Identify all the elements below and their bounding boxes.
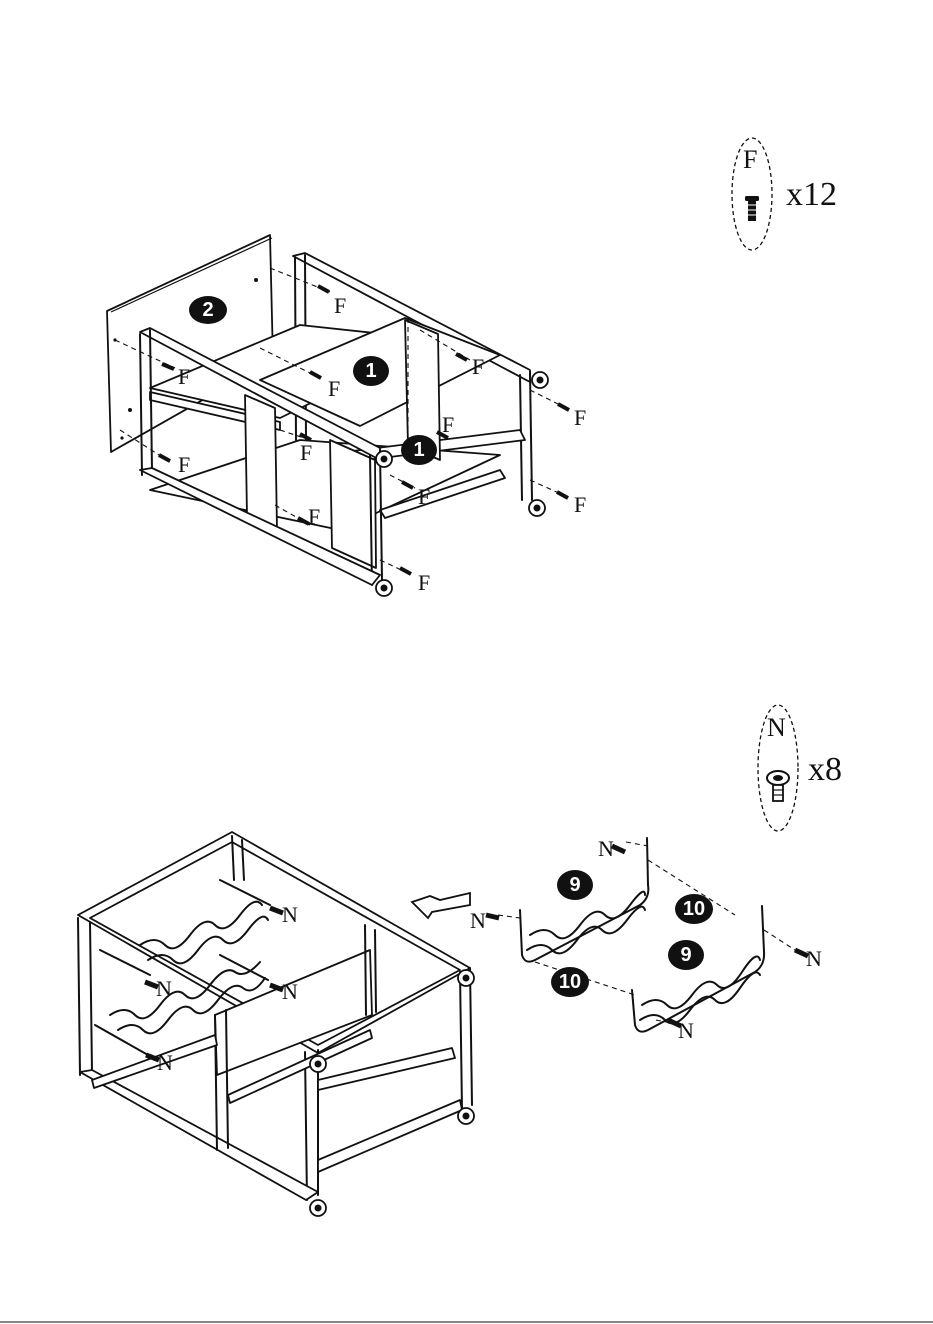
bolt-label: N — [282, 979, 298, 1004]
screw-label: F — [574, 492, 586, 517]
step-2: N x8 — [78, 705, 842, 1216]
bolt-label: N — [678, 1018, 694, 1043]
bolt-label: N — [806, 946, 822, 971]
part-bubble-1: 1 — [401, 435, 437, 465]
screw-f-icon — [558, 404, 569, 410]
screw-f-icon — [557, 492, 568, 498]
screw-f-icon — [159, 455, 170, 461]
part-bubble-2: 2 — [189, 296, 227, 324]
screw-label: F — [178, 452, 190, 477]
hardware-callout-n: N x8 — [758, 705, 842, 831]
assembly-arrow-icon — [412, 893, 470, 918]
exploded-wine-racks — [498, 838, 795, 1032]
svg-text:1: 1 — [413, 439, 424, 461]
screw-label: F — [442, 412, 454, 437]
screw-f-icon — [318, 286, 329, 292]
screw-label: F — [418, 484, 430, 509]
screw-label: F — [418, 570, 430, 595]
screw-label: F — [328, 376, 340, 401]
hardware-callout-f: F x12 — [732, 138, 837, 250]
nut-bolt-icon — [767, 771, 789, 801]
screw-label: F — [334, 293, 346, 318]
svg-text:10: 10 — [559, 971, 581, 993]
bolt-label: N — [598, 836, 614, 861]
hardware-label-f: F — [743, 145, 757, 174]
part-bubble-1: 1 — [353, 356, 389, 386]
hardware-quantity-f: x12 — [786, 176, 837, 213]
svg-text:2: 2 — [202, 299, 213, 321]
svg-text:9: 9 — [680, 944, 691, 966]
flat-head-screw-icon — [745, 196, 759, 221]
hardware-quantity-n: x8 — [808, 751, 842, 788]
bolt-n-icon — [612, 846, 625, 852]
screw-label: F — [308, 504, 320, 529]
screw-label: F — [472, 354, 484, 379]
bolt-n-icon — [486, 915, 499, 918]
step-1: F x12 — [107, 138, 837, 596]
svg-text:9: 9 — [569, 874, 580, 896]
screw-label: F — [300, 440, 312, 465]
screw-label: F — [178, 364, 190, 389]
svg-text:10: 10 — [683, 898, 705, 920]
part-bubble-9: 9 — [557, 870, 593, 900]
part-bubble-9: 9 — [668, 940, 704, 970]
screw-label: F — [574, 405, 586, 430]
bolt-label: N — [157, 1050, 173, 1075]
bolt-label: N — [282, 902, 298, 927]
screw-f-icon — [400, 568, 411, 574]
bolt-label: N — [156, 976, 172, 1001]
part-bubble-10: 10 — [675, 894, 713, 924]
svg-text:1: 1 — [365, 360, 376, 382]
bolt-label: N — [470, 908, 486, 933]
part-bubble-10: 10 — [551, 967, 589, 997]
assembled-cabinet — [78, 832, 474, 1216]
hardware-label-n: N — [767, 713, 786, 742]
